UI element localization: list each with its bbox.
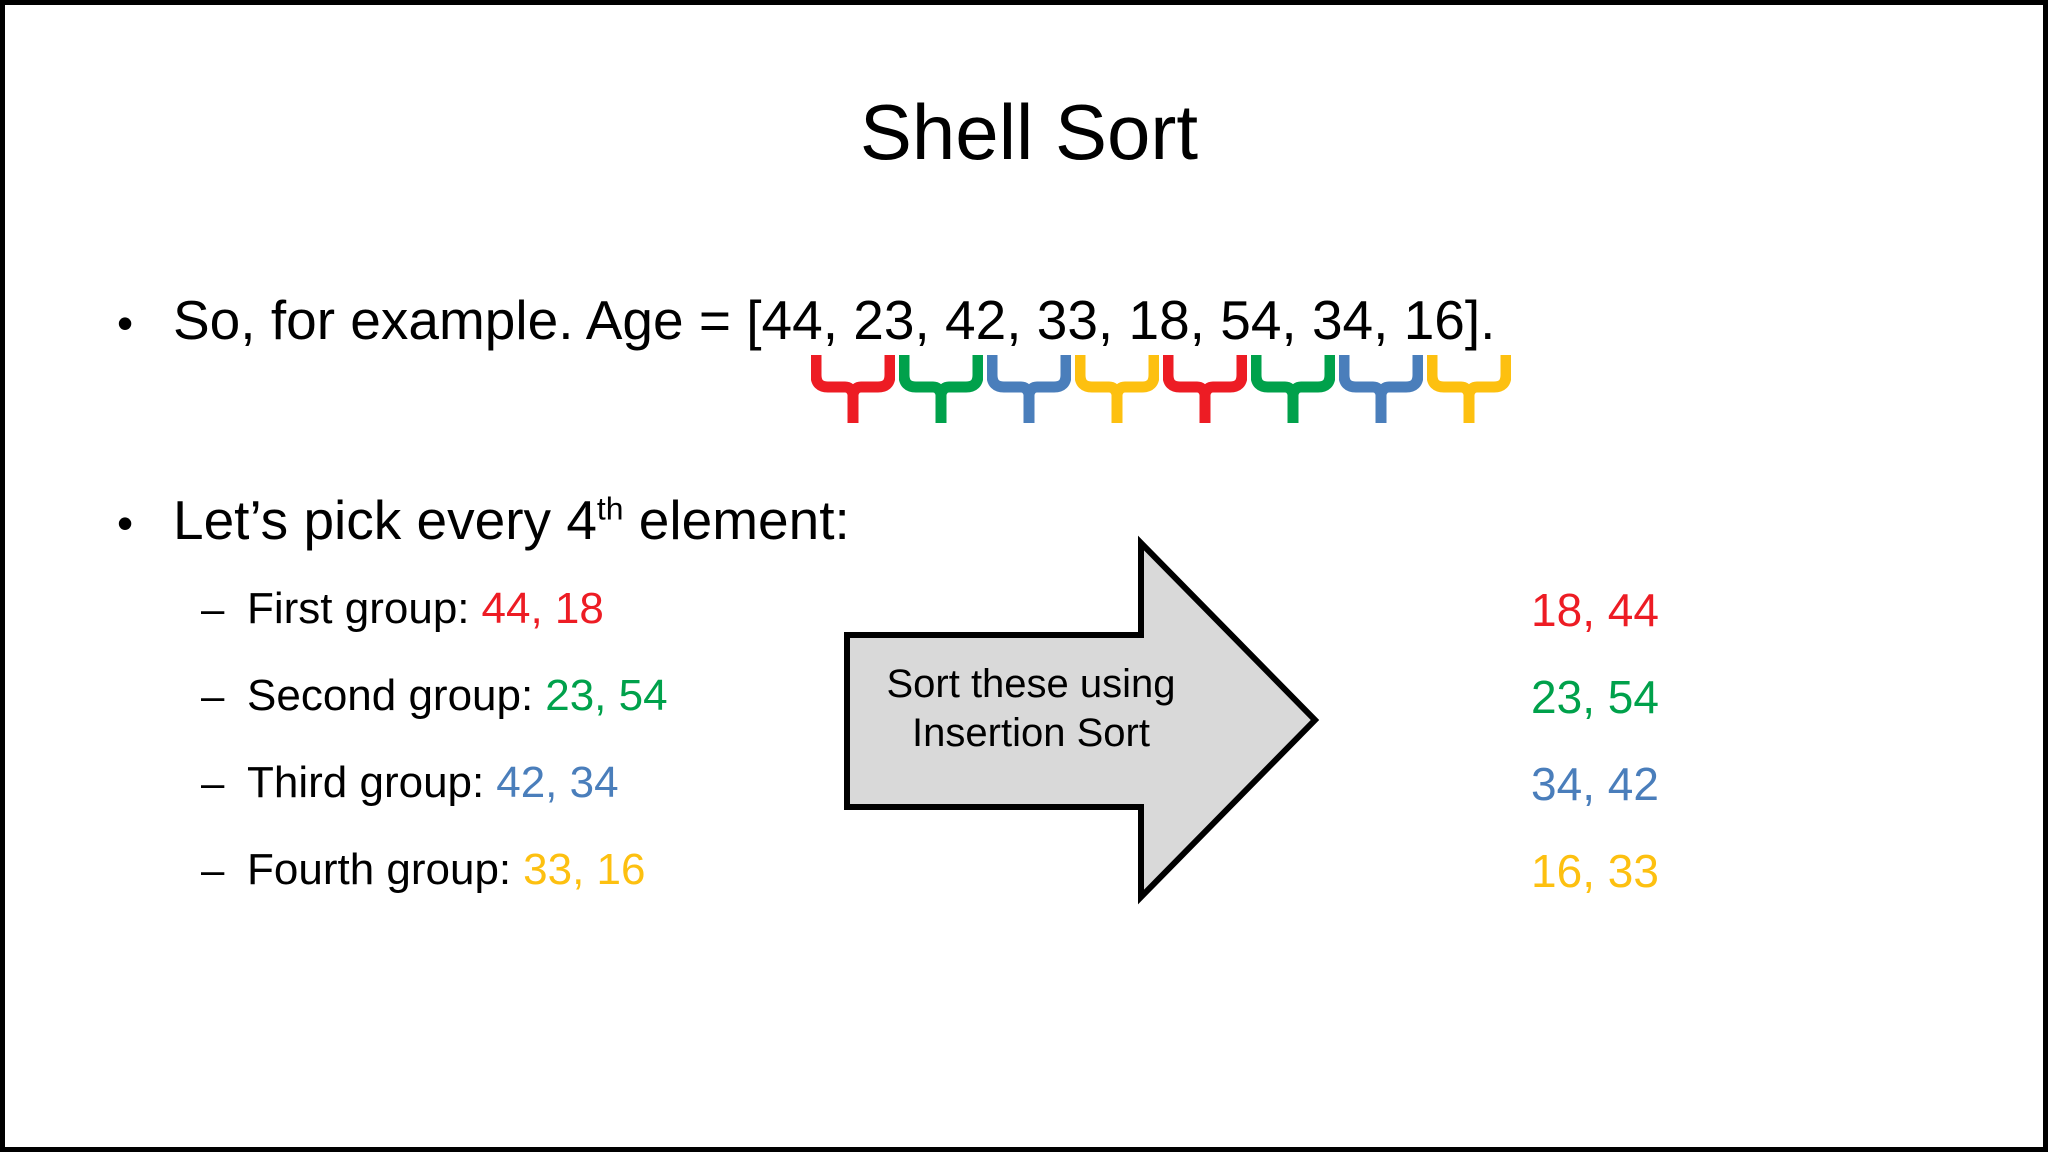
ordinal-suffix: th	[596, 490, 624, 527]
bullet-item-example: • So, for example. Age = [44, 23, 42, 33…	[117, 293, 1495, 348]
group-label-second: Second group:	[247, 671, 534, 720]
group-label-fourth: Fourth group:	[247, 845, 512, 894]
arrow-caption-line-2: Insertion Sort	[912, 710, 1150, 755]
group-values-first: 44, 18	[481, 584, 604, 633]
arrow-caption-line-1: Sort these using	[886, 662, 1176, 706]
brace-7	[1427, 353, 1511, 425]
brace-3	[1075, 353, 1159, 425]
right-arrow-icon	[841, 535, 1321, 905]
dash-marker-icon: –	[201, 585, 225, 632]
bullet-dot-icon: •	[117, 297, 134, 349]
group-values-second: 23, 54	[545, 671, 668, 720]
group-label-first: First group:	[247, 584, 470, 633]
group-label-third: Third group:	[247, 758, 485, 807]
group-values-third: 42, 34	[496, 758, 619, 807]
dash-marker-icon: –	[201, 672, 225, 719]
bullet-item-pick-every-4th: • Let’s pick every 4th element:	[117, 493, 850, 548]
list-item-group-first: – First group: 44, 18	[201, 587, 604, 631]
list-item-group-second: – Second group: 23, 54	[201, 674, 668, 718]
pick-text-before: Let’s pick every 4	[173, 489, 597, 551]
bullet-text-pick-every-4th: Let’s pick every 4th element:	[173, 493, 850, 548]
bullet-text-example: So, for example. Age = [44, 23, 42, 33, …	[173, 289, 1496, 351]
dash-marker-icon: –	[201, 759, 225, 806]
dash-marker-icon: –	[201, 846, 225, 893]
brace-5	[1251, 353, 1335, 425]
group-values-fourth: 33, 16	[523, 845, 646, 894]
list-item-group-fourth: – Fourth group: 33, 16	[201, 848, 646, 892]
brace-2	[987, 353, 1071, 425]
brace-4	[1163, 353, 1247, 425]
brace-6	[1339, 353, 1423, 425]
pick-text-after: element:	[623, 489, 850, 551]
page-title: Shell Sort	[859, 88, 1199, 176]
list-item-group-third: – Third group: 42, 34	[201, 761, 619, 805]
bullet-dot-icon: •	[117, 497, 134, 549]
brace-1	[899, 353, 983, 425]
arrow-caption: Sort these using Insertion Sort	[861, 660, 1201, 758]
sorted-result-first: 18, 44	[1531, 584, 1659, 636]
sorted-result-fourth: 16, 33	[1531, 845, 1659, 897]
sorted-result-second: 23, 54	[1531, 671, 1659, 723]
brace-0	[811, 353, 895, 425]
brace-group	[811, 353, 1511, 425]
sorted-result-third: 34, 42	[1531, 758, 1659, 810]
